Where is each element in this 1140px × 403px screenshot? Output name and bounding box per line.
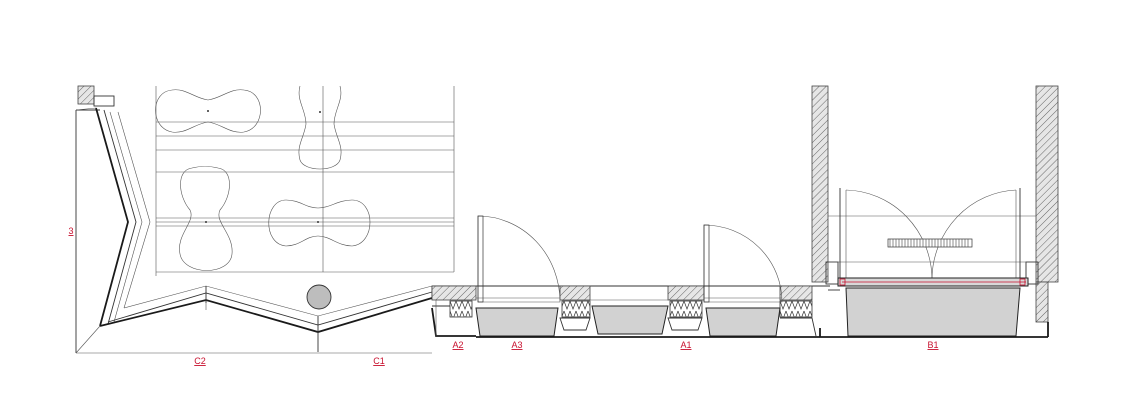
- label-a1: A1: [680, 340, 691, 350]
- entrance-section: [431, 215, 830, 338]
- label-c1: C1: [373, 356, 385, 366]
- bench-shapes: [155, 85, 371, 271]
- label-b1: B1: [927, 340, 938, 350]
- label-c2: C2: [194, 356, 206, 366]
- section-labels: 3 C2 C1 A2 A3 A1 B1: [68, 226, 938, 366]
- seating-area-grid: [155, 86, 455, 276]
- label-a2: A2: [452, 340, 463, 350]
- label-side-3: 3: [68, 226, 73, 236]
- revolving-door-section: [811, 85, 1059, 338]
- label-a3: A3: [511, 340, 522, 350]
- angled-facade-section: [75, 85, 433, 354]
